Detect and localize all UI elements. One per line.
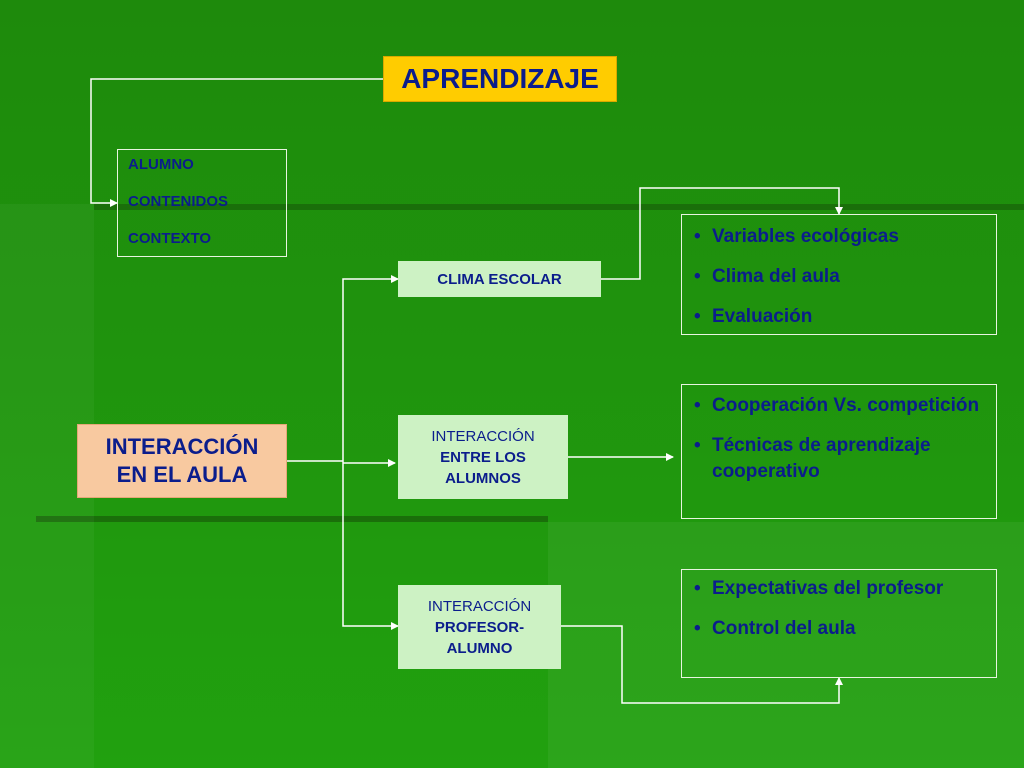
branch-box-interaccion-profesor: INTERACCIÓN PROFESOR- ALUMNO [398,585,561,669]
background-shade-right [548,522,1024,768]
branch-label-line: INTERACCIÓN [431,427,535,445]
detail-item: Control del aula [690,616,988,642]
branch-label-line: INTERACCIÓN [427,597,532,615]
branch-label-line: PROFESOR- [434,618,525,636]
branch-label-line: ENTRE LOS [440,448,526,466]
branch-box-interaccion-alumnos: INTERACCIÓN ENTRE LOS ALUMNOS [398,415,568,499]
detail-box-profesor: Expectativas del profesor Control del au… [681,569,997,678]
detail-item: Clima del aula [690,264,988,290]
connector-profesor-to-list [561,625,843,704]
detail-item: Evaluación [690,304,988,330]
factor-item: CONTENIDOS [128,193,229,210]
connector-title-factors [90,78,383,207]
central-line-2: EN EL AULA [116,462,248,487]
background-band-middle [36,516,548,522]
detail-item: Cooperación Vs. competición [690,393,988,419]
detail-item: Técnicas de aprendizaje cooperativo [690,433,988,485]
detail-item: Expectativas del profesor [690,576,988,602]
connector-to-profesor [342,461,399,630]
detail-item: Variables ecológicas [690,224,988,250]
title-box-aprendizaje: APRENDIZAJE [383,56,617,102]
branch-box-clima-escolar: CLIMA ESCOLAR [398,261,601,297]
factor-item: ALUMNO [128,156,194,173]
central-box-interaccion: INTERACCIÓN EN EL AULA [77,424,287,498]
connector-to-clima [342,275,399,461]
factors-box: ALUMNO CONTENIDOS CONTEXTO [117,149,287,257]
title-text: APRENDIZAJE [401,63,599,94]
connector-clima-to-list [601,187,843,280]
central-line-1: INTERACCIÓN [105,434,259,459]
branch-label-line: ALUMNOS [445,469,521,487]
factor-item: CONTEXTO [128,230,212,247]
detail-box-alumnos: Cooperación Vs. competición Técnicas de … [681,384,997,519]
branch-label-line: ALUMNO [446,639,513,657]
detail-box-clima: Variables ecológicas Clima del aula Eval… [681,214,997,335]
background-band-top [94,204,1024,210]
branch-label: CLIMA ESCOLAR [437,270,562,288]
